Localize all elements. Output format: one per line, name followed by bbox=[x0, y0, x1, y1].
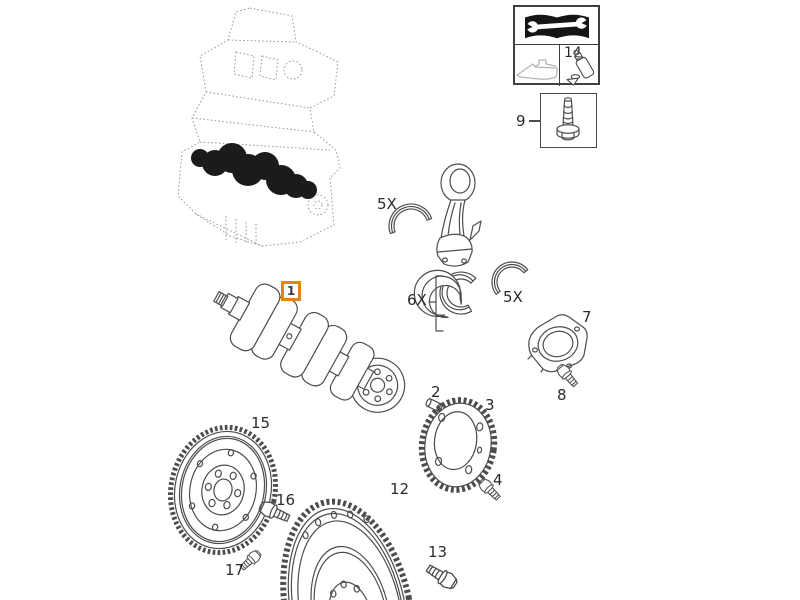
screw-callout-box[interactable] bbox=[540, 93, 597, 148]
thrust-washer-drawing bbox=[491, 261, 529, 295]
legend-cell-sealant[interactable]: 14 bbox=[560, 45, 598, 86]
callout-thrust-washer-qty[interactable]: 5X bbox=[503, 288, 523, 306]
legend-cell-manual[interactable] bbox=[515, 7, 598, 45]
callout-flywheel[interactable]: 12 bbox=[390, 480, 410, 498]
callout-rear-seal[interactable]: 7 bbox=[582, 308, 592, 326]
screw-leader-line bbox=[529, 120, 540, 122]
callout-flexplate[interactable]: 15 bbox=[251, 414, 271, 432]
flywheel-bolt-drawing bbox=[423, 560, 460, 593]
callout-flexplate-bolt-small[interactable]: 17 bbox=[225, 561, 245, 579]
callout-sensor-ring[interactable]: 3 bbox=[485, 396, 495, 414]
legend-table: 14 bbox=[513, 5, 600, 86]
self-tapping-screw-icon bbox=[556, 97, 580, 141]
rod-bearing-shell-drawing bbox=[388, 203, 433, 235]
engine-location-thumbnail bbox=[177, 7, 341, 247]
callout-dowel-pin[interactable]: 2 bbox=[431, 383, 441, 401]
connecting-rod-drawing bbox=[436, 163, 482, 267]
sensor-ring-drawing bbox=[418, 397, 498, 493]
callout-sensor-ring-bolt[interactable]: 4 bbox=[493, 471, 503, 489]
callout-screw[interactable]: 9 bbox=[516, 112, 526, 130]
highlighted-crankshaft-silhouette bbox=[191, 143, 317, 199]
sealant-bottle-icon bbox=[566, 49, 595, 86]
oil-can-icon bbox=[516, 58, 558, 80]
callout-crankshaft-selected[interactable]: 1 bbox=[281, 281, 301, 301]
callout-flywheel-bolt[interactable]: 13 bbox=[428, 543, 448, 561]
rear-seal-drawing bbox=[527, 314, 588, 373]
service-manual-book-wrench-icon bbox=[524, 14, 589, 38]
callout-flexplate-bolt[interactable]: 16 bbox=[276, 491, 296, 509]
main-bearing-shells-drawing bbox=[413, 269, 477, 319]
crankshaft-drawing bbox=[213, 283, 406, 413]
callout-main-bearing-qty[interactable]: 6X bbox=[407, 291, 427, 309]
callout-rod-bearing-qty[interactable]: 5X bbox=[377, 195, 397, 213]
callout-rear-seal-bolt[interactable]: 8 bbox=[557, 386, 567, 404]
flexplate-drawing bbox=[167, 424, 279, 556]
legend-cell-oil[interactable] bbox=[515, 45, 560, 86]
main-bearing-qty-bracket bbox=[428, 275, 444, 332]
